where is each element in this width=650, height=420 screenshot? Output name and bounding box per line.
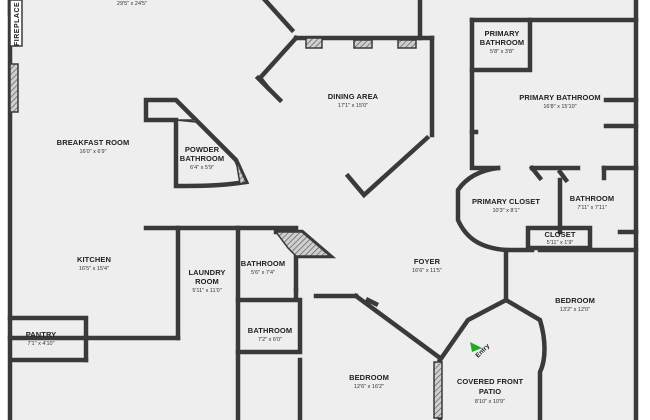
room-primary-bathroom-small: PRIMARY BATHROOM 5'8" x 3'8" [480,29,524,55]
room-name-line1: LAUNDRY [188,268,225,277]
room-name-line2: PATIO [479,387,501,396]
room-dims: 16'5" x 15'4" [79,266,109,272]
hatched-fixtures [175,37,443,419]
room-name: FOYER [414,257,441,266]
room-bathroom-primary-side: BATHROOM 7'11" x 7'11" [570,194,614,211]
room-name: CLOSET [544,230,575,239]
room-powder-bathroom: POWDER BATHROOM 6'4" x 5'9" [180,145,224,171]
room-name: PRIMARY CLOSET [472,197,540,206]
room-primary-bathroom: PRIMARY BATHROOM 16'8" x 15'10" [519,93,600,110]
room-primary-closet: PRIMARY CLOSET 10'3" x 8'1" [472,197,540,214]
room-name-line1: COVERED FRONT [457,377,524,386]
room-name: PRIMARY BATHROOM [519,93,600,102]
room-dims: 7'11" x 7'11" [577,205,606,211]
room-name: DINING AREA [328,92,379,101]
top-cut-dims: 29'5" x 24'5" [117,1,147,7]
room-dims: 6'4" x 5'9" [190,165,214,171]
entry-arrow-icon [470,342,482,352]
room-dims: 5'11" x 1'9" [547,240,574,246]
room-bathroom-lower: BATHROOM 7'2" x 6'0" [248,326,292,343]
room-dims: 5'8" x 3'8" [490,49,514,55]
room-name: KITCHEN [77,255,111,264]
room-dims: 8'10" x 10'9" [475,399,505,405]
room-name-line2: ROOM [195,277,219,286]
room-kitchen: KITCHEN 16'5" x 15'4" [77,255,111,272]
room-pantry: PANTRY 7'1" x 4'10" [26,330,57,347]
room-closet: CLOSET 5'11" x 1'9" [544,230,575,246]
room-dims: 16'0" x 6'9" [79,149,106,155]
room-foyer: FOYER 16'6" x 11'5" [412,257,442,274]
room-name: PANTRY [26,330,57,339]
fireplace: FIREPLACE [9,0,23,113]
room-dims: 7'2" x 6'0" [258,337,282,343]
room-name: BATHROOM [241,259,285,268]
room-dims: 5'6" x 7'4" [251,270,275,276]
room-dims: 7'1" x 4'10" [27,341,54,347]
room-covered-patio: COVERED FRONT PATIO 8'10" x 10'9" [457,377,524,405]
room-dining-area: DINING AREA 17'1" x 15'0" [328,92,379,109]
room-name: BATHROOM [248,326,292,335]
room-dims: 13'2" x 12'0" [560,307,590,313]
room-labels: DINING AREA 17'1" x 15'0" BREAKFAST ROOM… [26,29,614,405]
room-dims: 17'1" x 15'0" [338,103,368,109]
room-dims: 16'6" x 11'5" [412,268,442,274]
room-bathroom-hall: BATHROOM 5'6" x 7'4" [241,259,285,276]
room-dims: 5'11" x 11'0" [192,288,221,294]
room-name-line2: BATHROOM [180,154,224,163]
fireplace-label: FIREPLACE [14,2,21,46]
room-name: BREAKFAST ROOM [57,138,130,147]
room-dims: 12'6" x 16'2" [354,384,384,390]
room-name-line2: BATHROOM [480,38,524,47]
room-laundry-room: LAUNDRY ROOM 5'11" x 11'0" [188,268,225,294]
room-name: BATHROOM [570,194,614,203]
room-name: BEDROOM [349,373,389,382]
room-name: BEDROOM [555,296,595,305]
room-dims: 16'8" x 15'10" [543,104,576,110]
room-bedroom-right: BEDROOM 13'2" x 12'0" [555,296,595,313]
walls [7,0,639,420]
room-bedroom-front: BEDROOM 12'6" x 16'2" [349,373,389,390]
room-name-line1: PRIMARY [484,29,519,38]
room-name-line1: POWDER [185,145,220,154]
room-breakfast-room: BREAKFAST ROOM 16'0" x 6'9" [57,138,130,155]
room-dims: 10'3" x 8'1" [492,208,519,214]
